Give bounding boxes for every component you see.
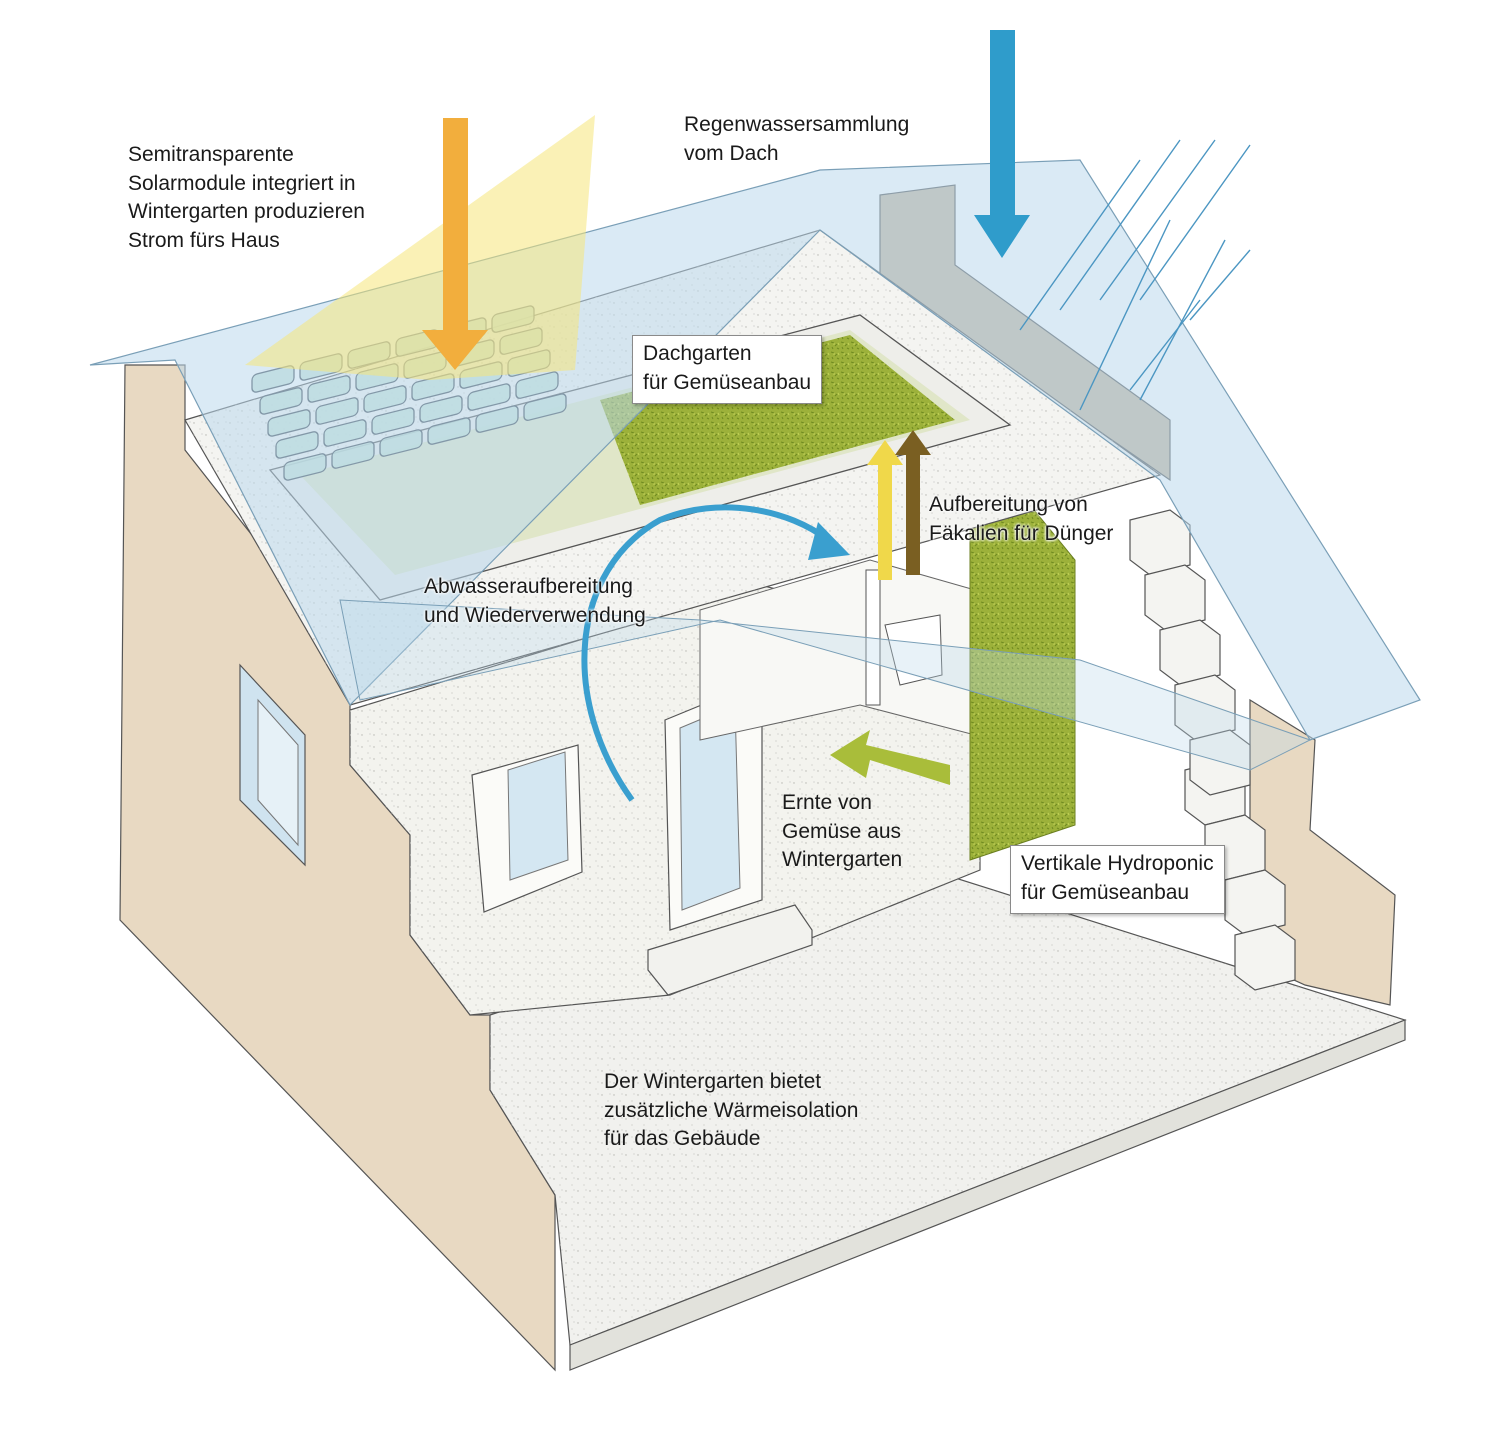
faeces-label-line: Aufbereitung von	[929, 493, 1088, 516]
harvest-label-line: Gemüse aus	[782, 819, 902, 843]
faeces-label-line: Fäkalien für Dünger	[929, 521, 1114, 545]
floor-edge	[569, 1019, 1406, 1371]
insulation-label-line: Der Wintergarten bietet	[604, 1070, 822, 1093]
sun-beam	[245, 115, 595, 380]
hydroponic-label-line: für Gemüseanbau	[1021, 880, 1190, 904]
insulation-label: Der Wintergarten bietet zusätzliche Wärm…	[604, 1068, 858, 1154]
wastewater-label: Abwasseraufbereitung und Wiederverwendun…	[424, 573, 646, 630]
solar-label-line: Strom fürs Haus	[128, 228, 280, 252]
fertilizer-arrow-light	[867, 440, 903, 580]
front-window-glass	[507, 751, 569, 881]
roof-garden-label-line: für Gemüseanbau	[643, 370, 812, 394]
rain-label: Regenwassersammlung vom Dach	[684, 111, 909, 168]
rain-lines	[1019, 139, 1251, 411]
roof-garden-callout: Dachgarten für Gemüseanbau	[632, 335, 823, 404]
harvest-label-line: Ernte von	[782, 791, 872, 814]
faeces-label: Aufbereitung von Fäkalien für Dünger	[929, 491, 1113, 548]
solar-label-line: Wintergarten produzieren	[128, 200, 365, 223]
roof-garden-label-line: Dachgarten	[643, 342, 752, 365]
solar-label: Semitransparente Solarmodule integriert …	[128, 141, 365, 255]
left-window-glass	[257, 698, 299, 847]
water-cycle-arrowhead	[808, 522, 850, 560]
door-step	[647, 904, 813, 996]
sun-arrow	[422, 118, 488, 370]
harvest-label-line: Wintergarten	[782, 848, 903, 871]
insulation-label-line: für das Gebäude	[604, 1127, 761, 1150]
insulation-label-line: zusätzliche Wärmeisolation	[604, 1098, 859, 1122]
wc	[884, 614, 943, 686]
roof-garden-label: Dachgarten für Gemüseanbau	[643, 340, 811, 397]
fertilizer-arrow-dark	[895, 430, 931, 575]
harvest-arrow	[830, 730, 950, 785]
wastewater-label-line: Abwasseraufbereitung	[424, 575, 633, 598]
rain-label-line: vom Dach	[684, 141, 779, 165]
wastewater-label-line: und Wiederverwendung	[424, 603, 646, 627]
rain-label-line: Regenwassersammlung	[684, 113, 910, 136]
hydroponic-label: Vertikale Hydroponic für Gemüseanbau	[1021, 850, 1214, 907]
solar-label-line: Solarmodule integriert in	[128, 171, 356, 195]
rain-arrow	[974, 30, 1030, 258]
solar-label-line: Semitransparente	[128, 143, 294, 166]
hydroponic-label-line: Vertikale Hydroponic	[1021, 852, 1214, 875]
hydroponic-callout: Vertikale Hydroponic für Gemüseanbau	[1010, 845, 1225, 914]
water-cycle-arrow	[581, 504, 830, 802]
harvest-label: Ernte von Gemüse aus Wintergarten	[782, 789, 902, 875]
